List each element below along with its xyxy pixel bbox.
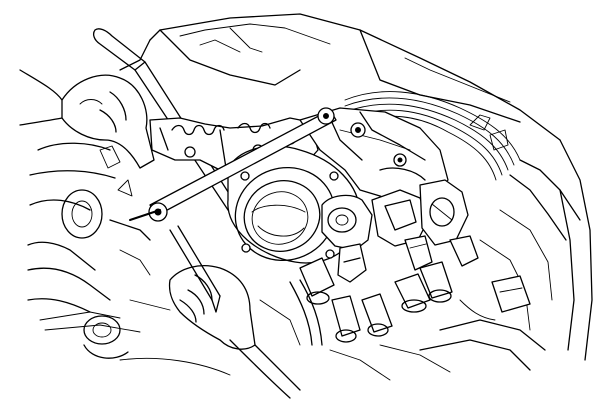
lower-engine-lines (120, 300, 450, 380)
throttle-position-sensor (372, 190, 432, 270)
upper-hand (20, 70, 154, 168)
right-body-panel (420, 140, 592, 370)
lower-hand (169, 226, 300, 398)
hose-connectors (290, 258, 452, 345)
hood-outline (120, 14, 560, 140)
left-engine-parts (28, 143, 150, 358)
sensor-module-right (420, 180, 478, 266)
idle-air-control-valve (322, 195, 372, 282)
linkage-rod (130, 108, 336, 221)
